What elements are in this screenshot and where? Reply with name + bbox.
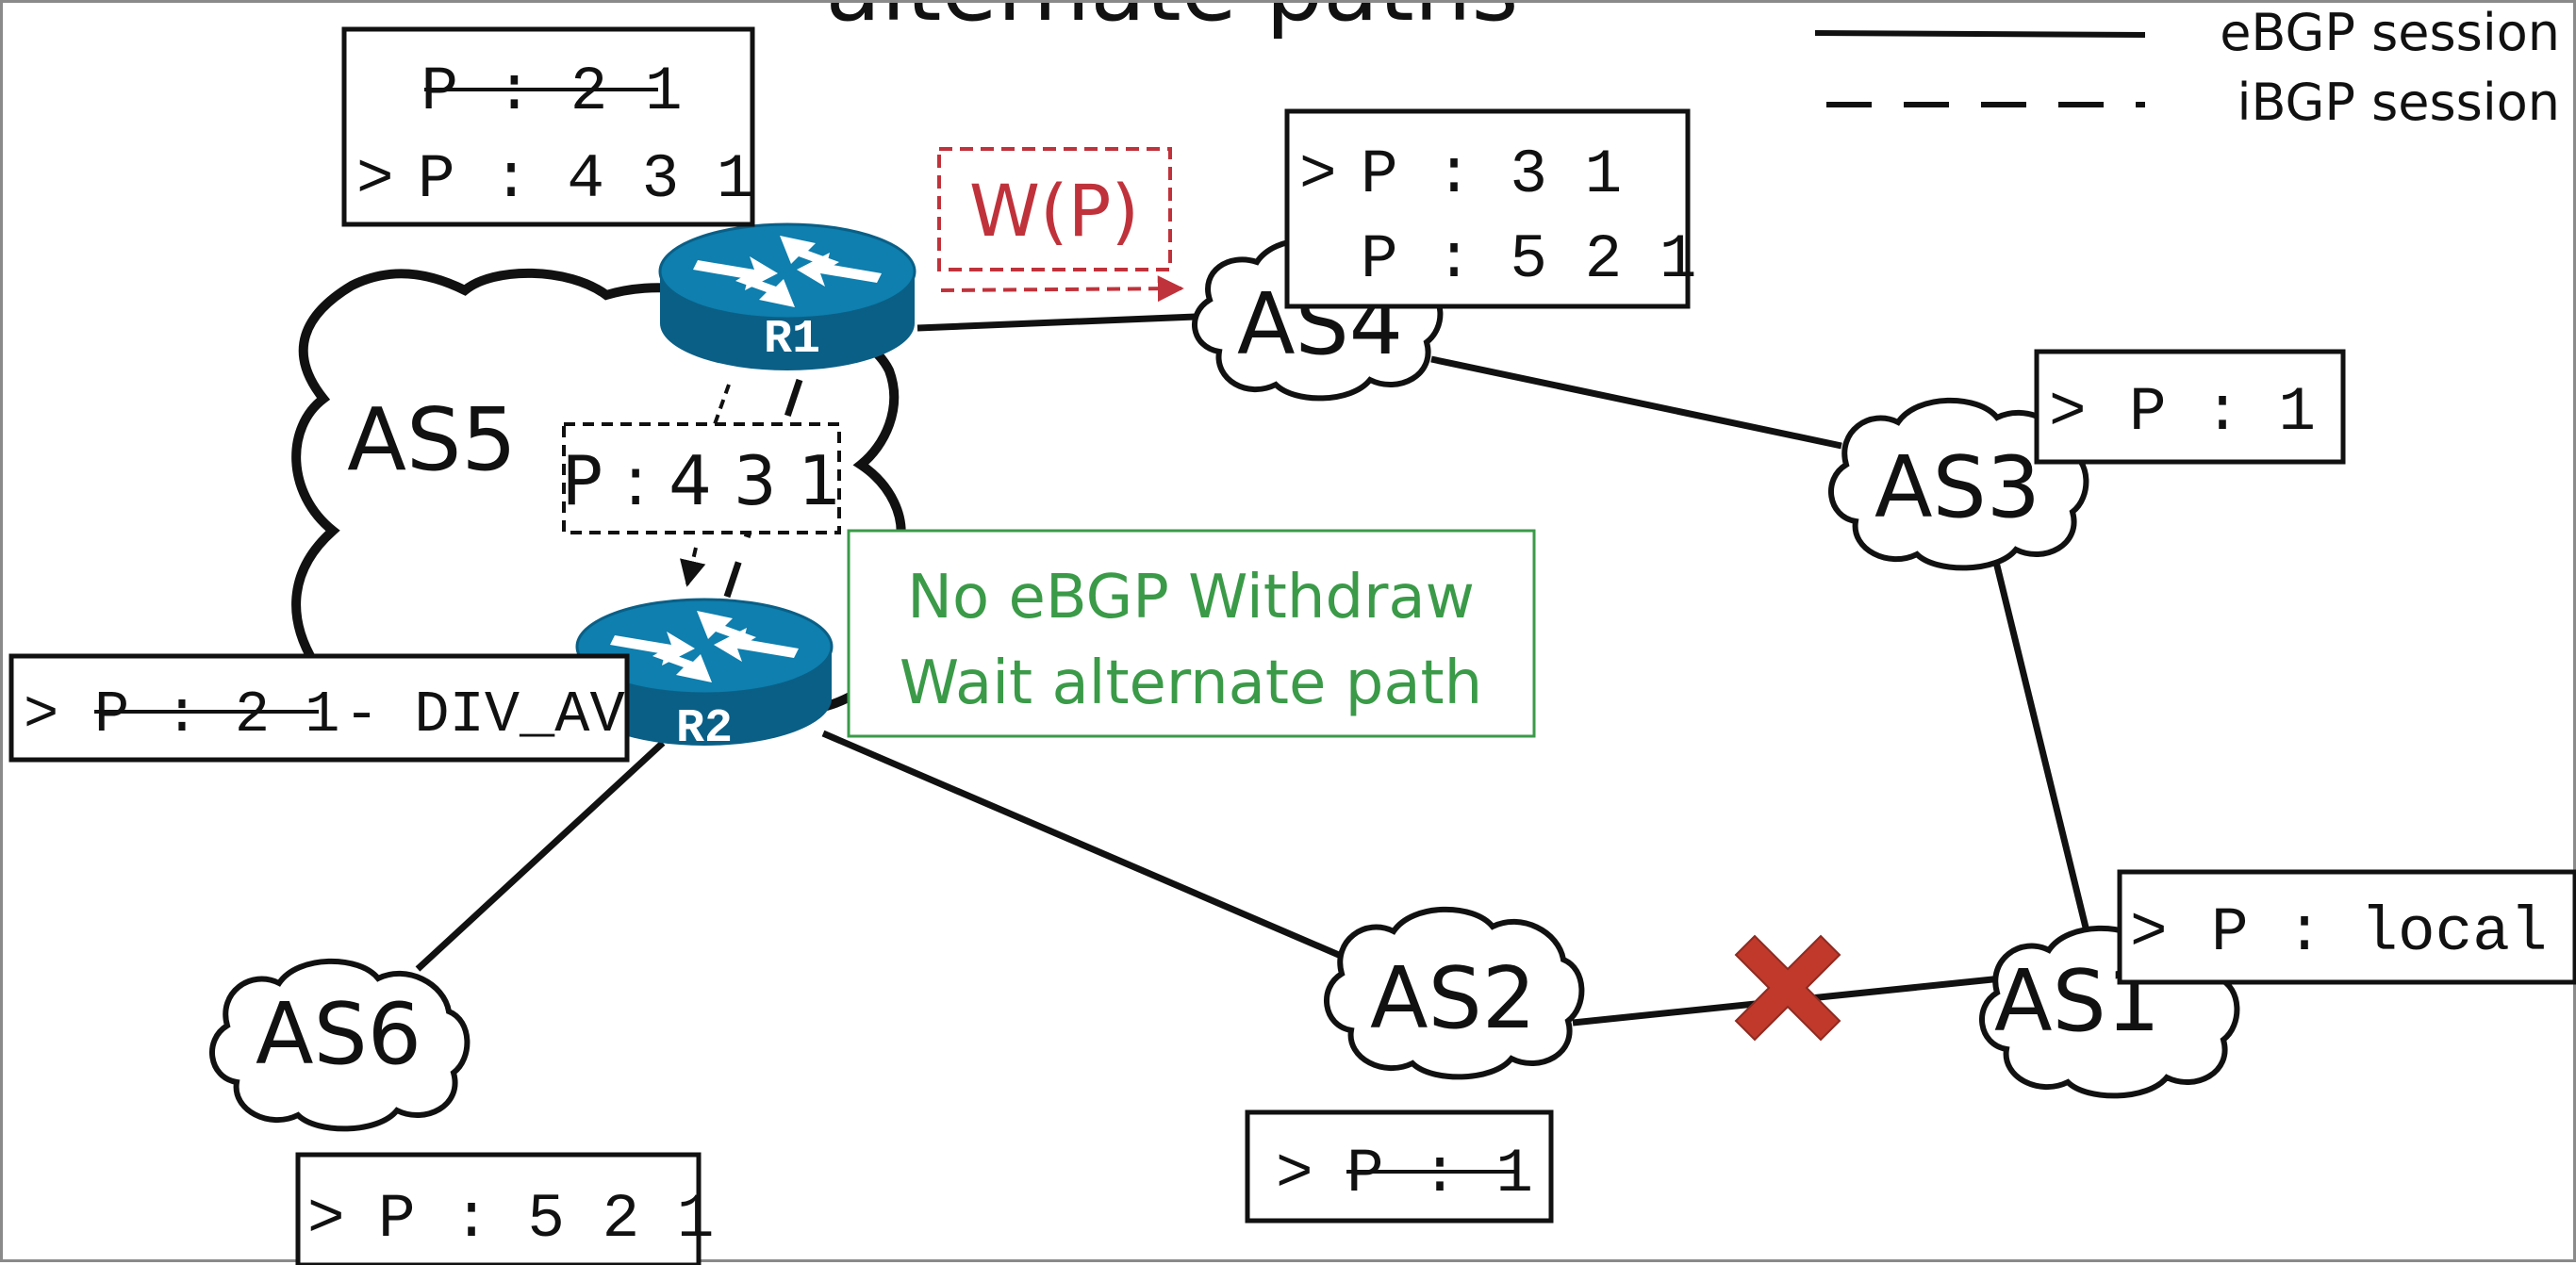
link-r2-as6 [415, 740, 666, 972]
legend-ebgp-line [1814, 30, 2146, 38]
as3-rib: > P : 1 [2034, 349, 2346, 465]
as6-cloud: AS6 [209, 958, 471, 1132]
as1-rib: > P : local [2117, 869, 2576, 985]
note-box [847, 529, 1536, 738]
as2-rib-marker: > [1276, 1139, 1313, 1209]
as2-rib-box [1245, 1109, 1554, 1224]
r2-rib-struck: P : 2 1 [94, 682, 339, 748]
as1-rib-marker: > [2130, 897, 2168, 968]
router-r2-label: R2 [676, 702, 733, 756]
r1-rib-marker: > [356, 144, 394, 215]
as6-label: AS6 [256, 985, 421, 1084]
r1-rib-line2: P : 4 3 1 [418, 144, 753, 215]
ibgp-update-label: P : 4 3 1 [562, 441, 842, 520]
as4-rib-marker: > [1299, 140, 1337, 210]
router-r1: R1 [658, 222, 916, 370]
as2-rib: > P : 1 [1245, 1109, 1554, 1224]
r2-rib-marker: > [24, 682, 58, 748]
as4-rib: > P : 3 1 P : 5 2 1 [1284, 108, 1696, 309]
diagram-title: alternate paths [825, 3, 1518, 41]
as3-rib-line: P : 1 [2129, 377, 2316, 448]
router-r2: R2 [575, 598, 834, 756]
r2-rib-suffix: - DIV_AV [344, 682, 625, 748]
legend-ebgp-label: eBGP session [2220, 3, 2560, 62]
link-r1-as4 [916, 312, 1220, 332]
as1-rib-line: P : local [2211, 897, 2547, 968]
as3-rib-box [2034, 349, 2346, 465]
withdraw-arrow-icon [940, 275, 1184, 303]
router-icon [610, 611, 799, 682]
as3-cloud: AS3 [1828, 397, 2089, 571]
as6-rib-box [295, 1152, 702, 1265]
router-r1-label: R1 [764, 313, 820, 367]
as4-rib-box [1284, 108, 1691, 309]
note-line2: Wait alternate path [900, 649, 1482, 718]
failure-x-icon [1734, 934, 1841, 1042]
r1-rib-line1: P : 2 1 [421, 57, 682, 127]
ibgp-update-box [562, 422, 841, 534]
as6-rib-line: P : 5 2 1 [378, 1184, 714, 1255]
as2-label: AS2 [1370, 949, 1536, 1048]
ibgp-update-message: P : 4 3 1 [562, 384, 842, 587]
withdraw-message: W(P) [937, 147, 1184, 303]
r2-rib-box [8, 653, 630, 763]
as5-label: AS5 [347, 389, 517, 490]
ibgp-update-tail [713, 384, 731, 425]
ebgp-links [415, 312, 2090, 1027]
withdraw-label: W(P) [969, 169, 1139, 253]
as3-label: AS3 [1874, 438, 2040, 537]
as2-cloud-icon [1324, 906, 1585, 1080]
note-line1: No eBGP Withdraw [907, 563, 1475, 632]
as4-rib-line2: P : 5 2 1 [1361, 224, 1696, 295]
link-r2-as2 [821, 730, 1362, 968]
as3-rib-marker: > [2049, 377, 2087, 448]
bgp-diagram: alternate paths eBGP session iBGP sessio… [8, 3, 2576, 1265]
no-withdraw-note: No eBGP Withdraw Wait alternate path [847, 529, 1536, 738]
r1-rib-box [341, 26, 755, 227]
as4-rib-line1: P : 3 1 [1361, 140, 1622, 210]
withdraw-box [937, 147, 1172, 271]
as2-cloud: AS2 [1324, 906, 1585, 1080]
as2-rib-line: P : 1 [1346, 1139, 1533, 1209]
r1-rib: P : 2 1 > P : 4 3 1 [341, 26, 755, 227]
as1-rib-box [2117, 869, 2576, 985]
r2-rib: > P : 2 1 - DIV_AV [8, 653, 630, 763]
router-icon [693, 236, 882, 307]
as6-rib-marker: > [307, 1184, 345, 1255]
as6-cloud-icon [209, 958, 471, 1132]
link-as3-as1 [1990, 553, 2090, 932]
as6-rib: > P : 5 2 1 [295, 1152, 714, 1265]
ibgp-arrow-icon [680, 547, 706, 587]
link-as4-as3 [1430, 355, 1842, 450]
legend: eBGP session iBGP session [1814, 3, 2560, 132]
legend-ibgp-label: iBGP session [2237, 73, 2560, 132]
